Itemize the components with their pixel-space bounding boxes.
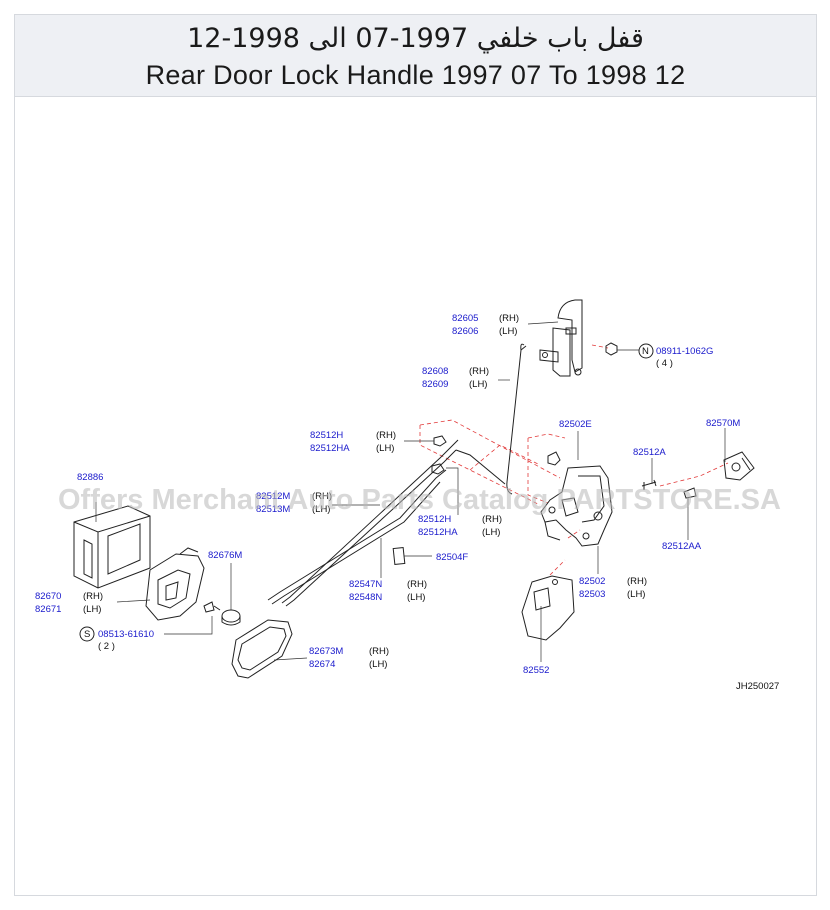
label-82512HA[interactable]: 82512HA (418, 527, 458, 538)
label-82512H[interactable]: 82512H (418, 514, 451, 525)
label-82674[interactable]: 82674 (309, 659, 335, 670)
title-header: قفل باب خلفي 1997-07 الى 1998-12 Rear Do… (15, 15, 816, 97)
label-08911-1062G[interactable]: 08911-1062G (656, 346, 713, 357)
label-82503[interactable]: 82503 (579, 589, 605, 600)
label-82673M[interactable]: 82673M (309, 646, 343, 657)
cap-82676M[interactable] (221, 609, 241, 626)
guide-lines (419, 344, 729, 576)
label-82608[interactable]: 82608 (422, 366, 448, 377)
s-mark-circle (79, 626, 95, 642)
side-lh: (LH) (469, 379, 487, 390)
label-82605[interactable]: 82605 (452, 313, 478, 324)
rod-82547N[interactable] (281, 439, 506, 607)
door-lock-82502[interactable] (540, 465, 613, 547)
label-82547N[interactable]: 82547N (349, 579, 382, 590)
label-82570M[interactable]: 82570M (706, 418, 740, 429)
side-lh: (LH) (312, 504, 330, 515)
watermark: Offers Merchant Auto Parts Catalog PARTS… (58, 484, 781, 516)
side-rh: (RH) (627, 576, 647, 587)
rod-82608[interactable] (506, 343, 527, 495)
n-mark: N (642, 346, 649, 357)
side-rh: (RH) (499, 313, 519, 324)
rod-clip-upper[interactable] (433, 435, 447, 447)
quantity-4: ( 4 ) (656, 358, 673, 369)
side-rh: (RH) (469, 366, 489, 377)
quantity-2: ( 2 ) (98, 641, 115, 652)
n-mark-circle (638, 343, 654, 359)
label-82548N[interactable]: 82548N (349, 592, 382, 603)
label-82502[interactable]: 82502 (579, 576, 605, 587)
screw-82512AA[interactable] (683, 487, 697, 499)
label-82504F[interactable]: 82504F (436, 552, 468, 563)
side-rh: (RH) (376, 430, 396, 441)
side-rh: (RH) (407, 579, 427, 590)
diagram-code: JH250027 (736, 681, 779, 692)
diagram-frame: قفل باب خلفي 1997-07 الى 1998-12 Rear Do… (14, 14, 817, 896)
side-rh: (RH) (482, 514, 502, 525)
label-08513-61610[interactable]: 08513-61610 (98, 629, 154, 640)
label-82886[interactable]: 82886 (77, 472, 103, 483)
side-rh: (RH) (312, 491, 332, 502)
label-82512AA[interactable]: 82512AA (662, 541, 702, 552)
clip-82502E[interactable] (547, 451, 561, 466)
s-mark: S (84, 629, 90, 640)
outside-handle[interactable] (539, 299, 583, 377)
label-82676M[interactable]: 82676M (208, 550, 242, 561)
label-82502E[interactable]: 82502E (559, 419, 592, 430)
side-lh: (LH) (376, 443, 394, 454)
leader-lines (95, 321, 726, 662)
rod-82512M[interactable] (267, 469, 447, 605)
pad-82504F[interactable] (392, 546, 406, 566)
nut[interactable] (605, 342, 618, 356)
rod-clip-lower[interactable] (431, 463, 445, 475)
screw-08513[interactable] (203, 601, 221, 613)
side-lh: (LH) (83, 604, 101, 615)
label-82606[interactable]: 82606 (452, 326, 478, 337)
side-rh: (RH) (83, 591, 103, 602)
label-82513M[interactable]: 82513M (256, 504, 290, 515)
label-82512HA[interactable]: 82512HA (310, 443, 350, 454)
screw-82512A[interactable] (641, 479, 657, 490)
label-82512A[interactable]: 82512A (633, 447, 666, 458)
label-82671[interactable]: 82671 (35, 604, 61, 615)
bracket-82886[interactable] (73, 505, 151, 589)
side-lh: (LH) (482, 527, 500, 538)
part-labels: 82605 (RH) 82606 (LH) 82608 (RH) 82609 (… (35, 313, 779, 692)
striker-82570M[interactable] (723, 451, 755, 481)
side-lh: (LH) (369, 659, 387, 670)
label-82512M[interactable]: 82512M (256, 491, 290, 502)
cover-82552[interactable] (521, 575, 575, 641)
label-82670[interactable]: 82670 (35, 591, 61, 602)
side-lh: (LH) (407, 592, 425, 603)
label-82552[interactable]: 82552 (523, 665, 549, 676)
side-rh: (RH) (369, 646, 389, 657)
label-82609[interactable]: 82609 (422, 379, 448, 390)
side-lh: (LH) (499, 326, 517, 337)
inside-handle-82670[interactable] (145, 547, 205, 621)
side-lh: (LH) (627, 589, 645, 600)
label-82512H[interactable]: 82512H (310, 430, 343, 441)
escutcheon-82673M[interactable] (231, 619, 293, 679)
title-arabic: قفل باب خلفي 1997-07 الى 1998-12 (187, 23, 644, 54)
title-english: Rear Door Lock Handle 1997 07 To 1998 12 (145, 60, 686, 90)
